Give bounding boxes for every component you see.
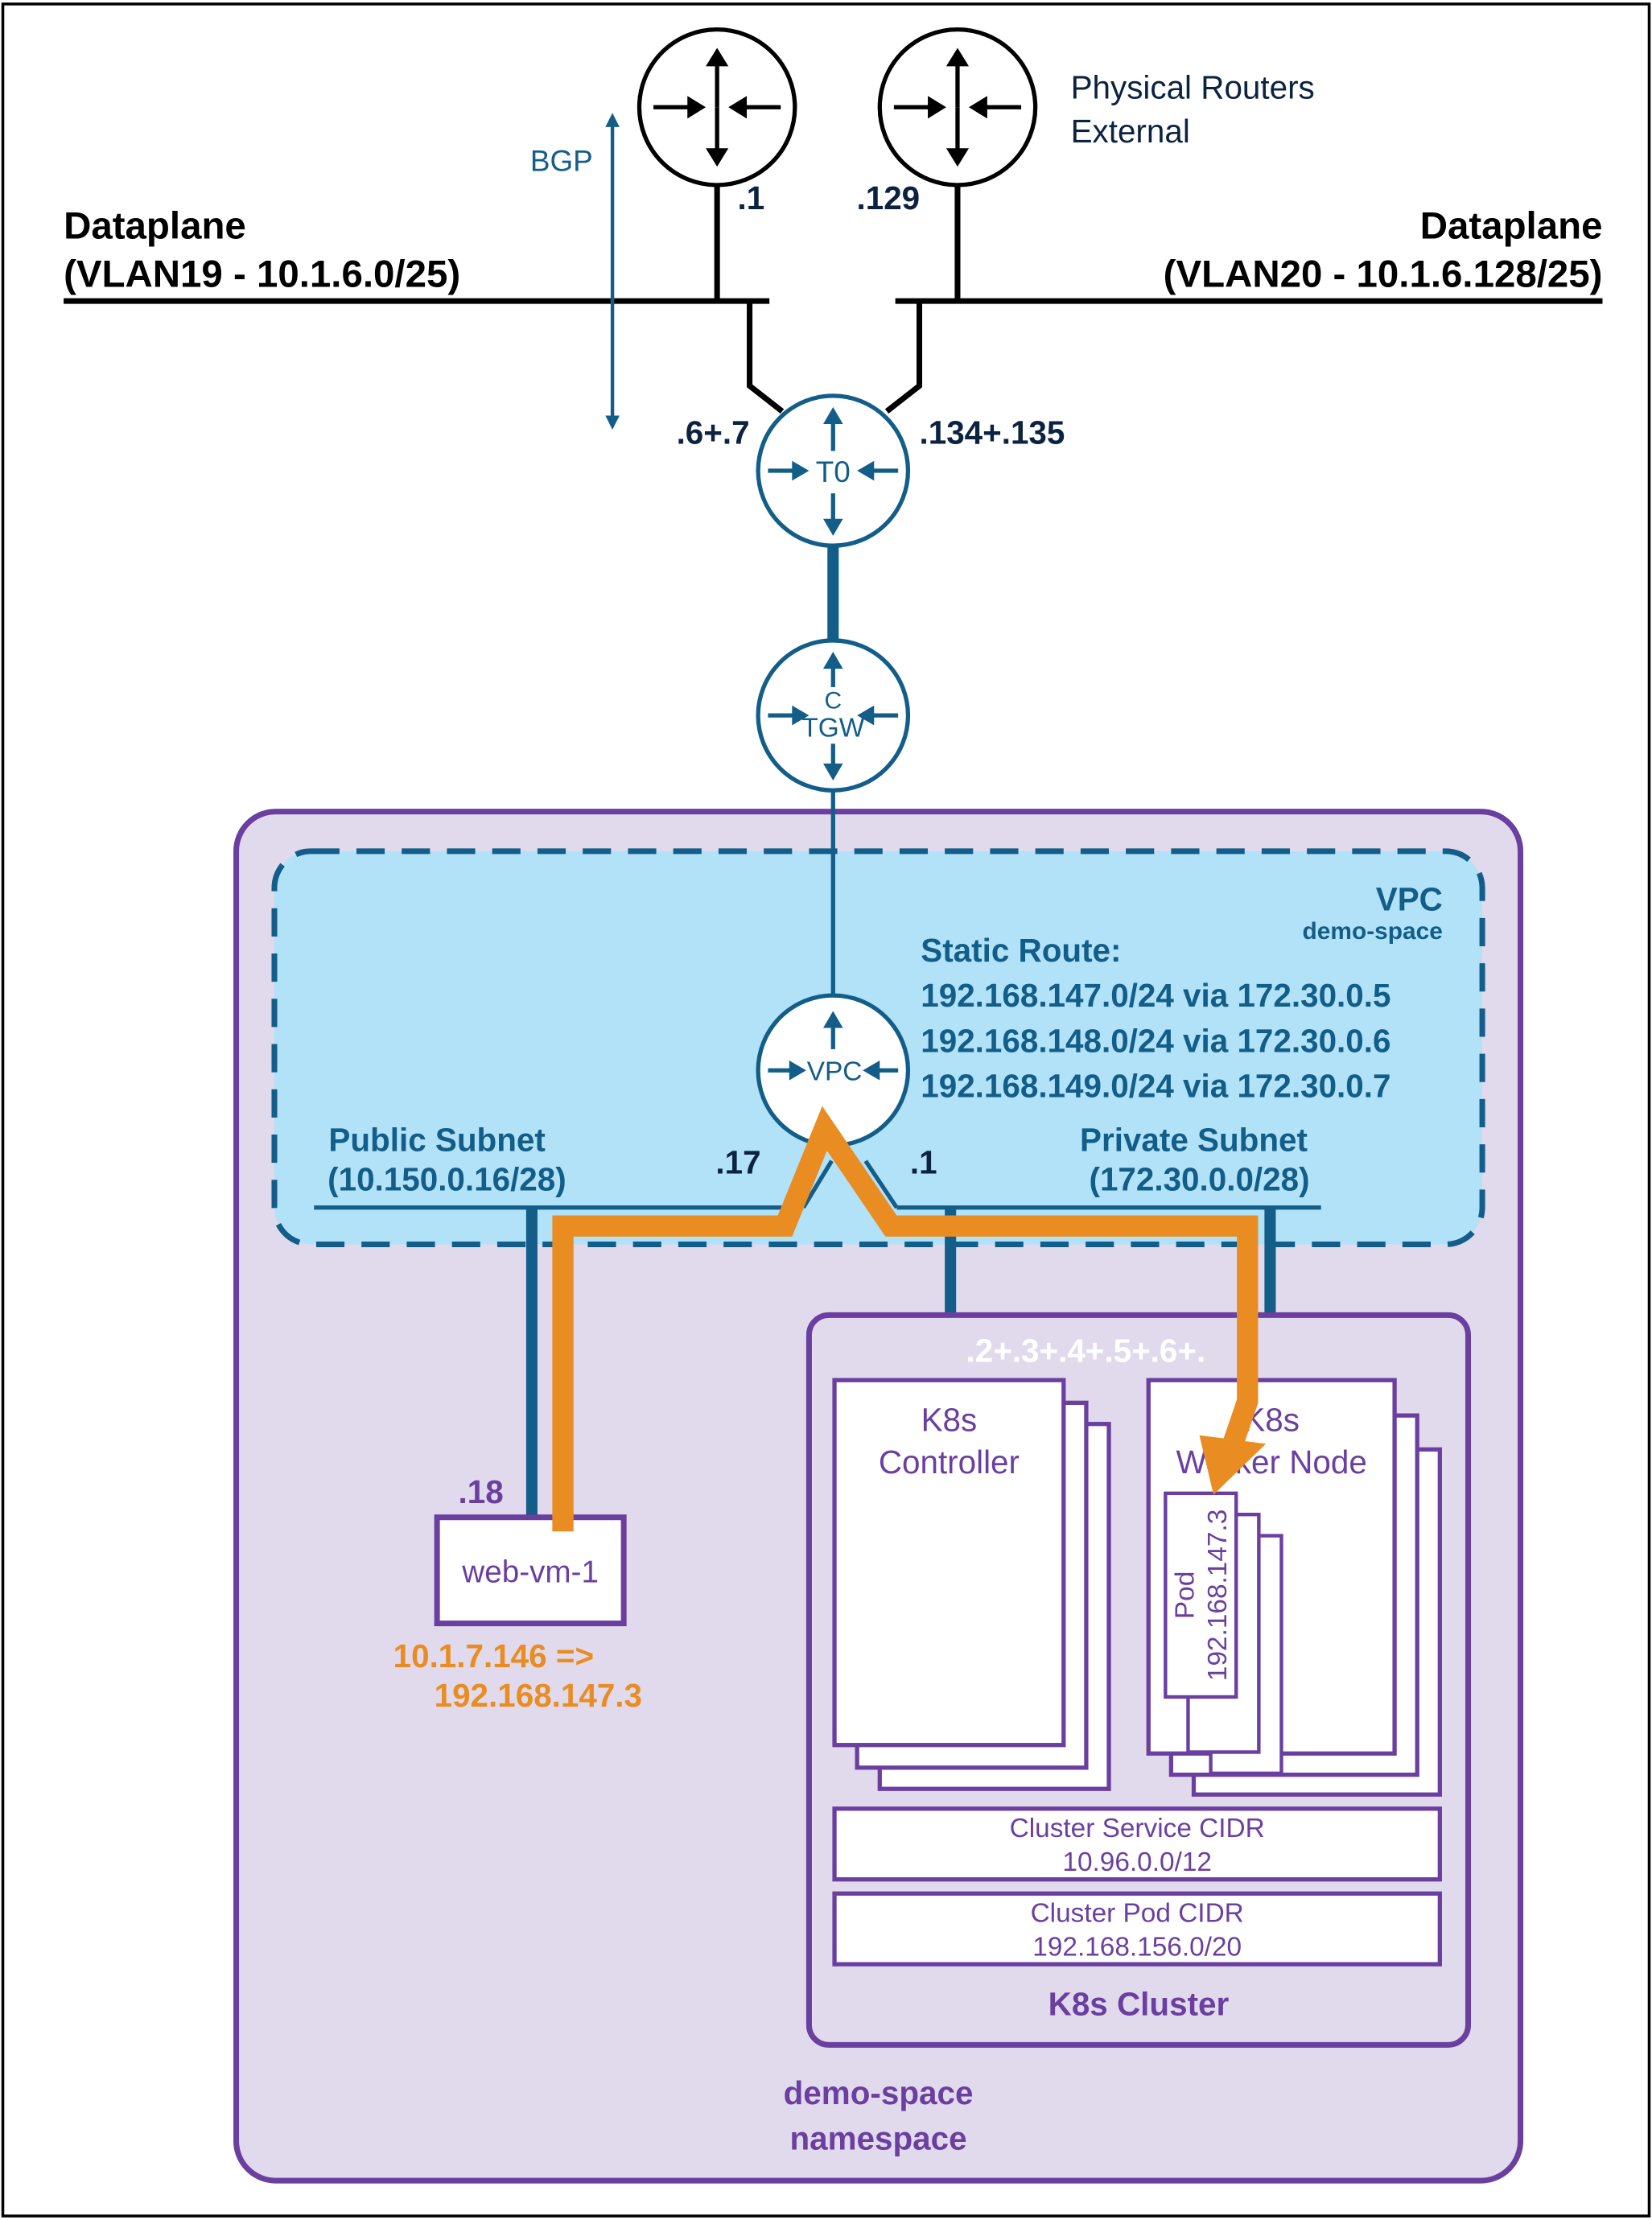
web-vm-ip: .18 [459, 1473, 504, 1510]
web-vm-label: web-vm-1 [461, 1555, 599, 1590]
pod-ip: 192.168.147.3 [1203, 1510, 1233, 1681]
service-cidr-value: 10.96.0.0/12 [1062, 1847, 1212, 1877]
pod-label: Pod [1171, 1571, 1201, 1619]
physical-routers-caption-line2: External [1071, 113, 1190, 150]
ctgw-label-line2: TGW [801, 713, 864, 743]
pod-box [1164, 1491, 1238, 1699]
t0-router: T0 [756, 393, 911, 548]
namespace-label-line2: namespace [789, 2119, 966, 2156]
static-route-title: Static Route: [921, 932, 1121, 969]
traffic-path [552, 1106, 1267, 1532]
private-subnet-gateway-ip: .1 [910, 1144, 937, 1181]
dataplane-right-title: Dataplane [1420, 205, 1603, 248]
t0-right-uplink [884, 301, 923, 414]
left-router-ip: .1 [737, 179, 764, 216]
static-route-2: 192.168.148.0/24 via 172.30.0.6 [921, 1022, 1390, 1059]
service-cidr-title: Cluster Service CIDR [1010, 1814, 1265, 1843]
private-subnet-label-line1: Private Subnet [1080, 1121, 1308, 1158]
public-subnet-gateway-ip: .17 [715, 1144, 760, 1181]
ctgw-router: C TGW [756, 638, 911, 793]
vpc-router-to-public-subnet [801, 1159, 834, 1209]
static-route-3: 192.168.149.0/24 via 172.30.0.7 [921, 1068, 1390, 1105]
router-arrows-icon [893, 47, 1022, 167]
public-subnet-label-line1: Public Subnet [328, 1121, 545, 1158]
nat-mapping-line2: 192.168.147.3 [435, 1677, 642, 1714]
static-route-1: 192.168.147.0/24 via 172.30.0.5 [921, 977, 1390, 1014]
t0-left-uplink [747, 301, 785, 414]
service-cidr-box [832, 1806, 1442, 1882]
vpc-subtitle: demo-space [1303, 918, 1443, 945]
k8s-cluster-label: K8s Cluster [1048, 1985, 1230, 2022]
vpc-title: VPC [1376, 881, 1443, 918]
physical-routers-caption-line1: Physical Routers [1071, 69, 1315, 106]
k8s-node-ips: .2+.3+.4+.5+.6+. [966, 1332, 1206, 1369]
physical-router-right [877, 27, 1038, 187]
vpc-router-to-private-subnet [863, 1159, 899, 1209]
nat-mapping-line1: 10.1.7.146 => [393, 1637, 594, 1674]
controller-label-line1: K8s [921, 1401, 978, 1438]
namespace-label-line1: demo-space [784, 2074, 974, 2111]
ctgw-label-line1: C [824, 687, 842, 714]
physical-router-left [636, 27, 797, 187]
t0-label: T0 [816, 455, 851, 488]
router-arrows-icon [768, 1011, 899, 1081]
pod-cidr-value: 192.168.156.0/20 [1032, 1933, 1242, 1963]
t0-left-ips: .6+.7 [677, 414, 750, 451]
router-arrows-icon [768, 652, 899, 781]
router-arrows-icon [768, 406, 899, 536]
bgp-label: BGP [530, 144, 593, 177]
pod-cidr-box [832, 1891, 1442, 1967]
web-vm-box [434, 1514, 627, 1627]
vpc-router-label: VPC [807, 1057, 863, 1087]
controller-box [832, 1378, 1066, 1748]
dataplane-left-subnet: (VLAN19 - 10.1.6.0/25) [64, 253, 460, 296]
pod-cidr-title: Cluster Pod CIDR [1031, 1898, 1244, 1928]
dataplane-right-subnet: (VLAN20 - 10.1.6.128/25) [1164, 253, 1603, 296]
traffic-path-arrowhead-icon [1199, 1435, 1267, 1495]
router-arrows-icon [653, 47, 781, 167]
controller-label-line2: Controller [879, 1444, 1020, 1481]
dataplane-left-title: Dataplane [64, 205, 246, 248]
private-subnet-label-line2: (172.30.0.0/28) [1089, 1161, 1309, 1198]
right-router-ip: .129 [857, 179, 921, 216]
t0-right-ips: .134+.135 [920, 414, 1065, 451]
public-subnet-label-line2: (10.150.0.16/28) [328, 1161, 566, 1198]
traffic-path-line [552, 1106, 1259, 1532]
